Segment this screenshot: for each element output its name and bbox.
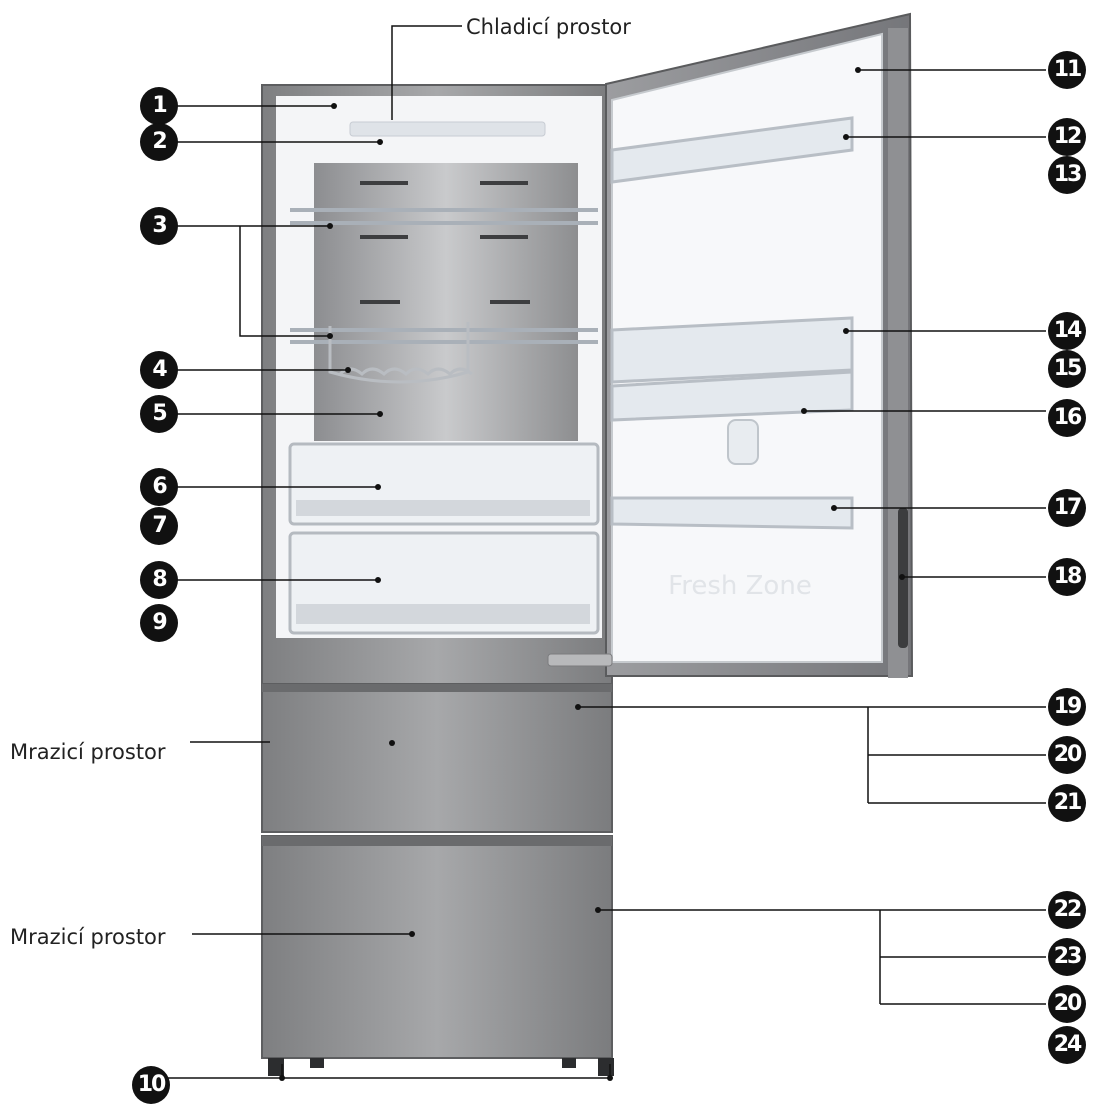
callout-16: 16 (1048, 399, 1086, 437)
water-dispenser (727, 419, 759, 465)
freezer-drawer-lower (261, 835, 613, 1059)
callout-13: 13 (1048, 156, 1086, 194)
crisper-drawer-upper-front (296, 500, 590, 516)
callout-23: 23 (1048, 938, 1086, 976)
leader-dots (279, 67, 905, 1081)
callout-11: 11 (1048, 51, 1086, 89)
callout-15: 15 (1048, 350, 1086, 388)
callout-4: 4 (140, 351, 178, 389)
callout-21: 21 (1048, 784, 1086, 822)
callout-1: 1 (140, 87, 178, 125)
door-brand-text: Fresh Zone (668, 571, 812, 601)
glass-shelves (290, 208, 598, 344)
callout-24: 24 (1048, 1026, 1086, 1064)
freezer-upper-label: Mrazicí prostor (10, 740, 166, 764)
door-hinge (547, 653, 613, 667)
callout-18: 18 (1048, 558, 1086, 596)
callout-12: 12 (1048, 118, 1086, 156)
callout-8: 8 (140, 561, 178, 599)
back-wall-panel (314, 163, 578, 441)
freezer-drawer-upper (261, 683, 613, 833)
light-panel (349, 121, 546, 137)
leader-lines (168, 25, 1046, 1079)
callout-22: 22 (1048, 891, 1086, 929)
adjustable-feet (268, 1058, 614, 1076)
callout-10: 10 (132, 1066, 170, 1104)
callout-19: 19 (1048, 688, 1086, 726)
callout-2: 2 (140, 123, 178, 161)
callout-7: 7 (140, 507, 178, 545)
callout-20-lower: 20 (1048, 985, 1086, 1023)
callout-20-upper: 20 (1048, 736, 1086, 774)
door-balconies (610, 116, 854, 530)
callout-9: 9 (140, 604, 178, 642)
fridge-zone-label: Chladicí prostor (466, 15, 631, 39)
freezer-drawer-lower-lip (262, 836, 612, 846)
callout-14: 14 (1048, 312, 1086, 350)
callout-3: 3 (140, 207, 178, 245)
freezer-lower-label: Mrazicí prostor (10, 925, 166, 949)
vent-slots (360, 181, 530, 304)
wine-rack (328, 322, 473, 384)
callout-6: 6 (140, 468, 178, 506)
freezer-drawer-upper-lip (262, 684, 612, 692)
callout-5: 5 (140, 395, 178, 433)
crisper-drawer-lower-front (296, 604, 590, 624)
callout-17: 17 (1048, 489, 1086, 527)
